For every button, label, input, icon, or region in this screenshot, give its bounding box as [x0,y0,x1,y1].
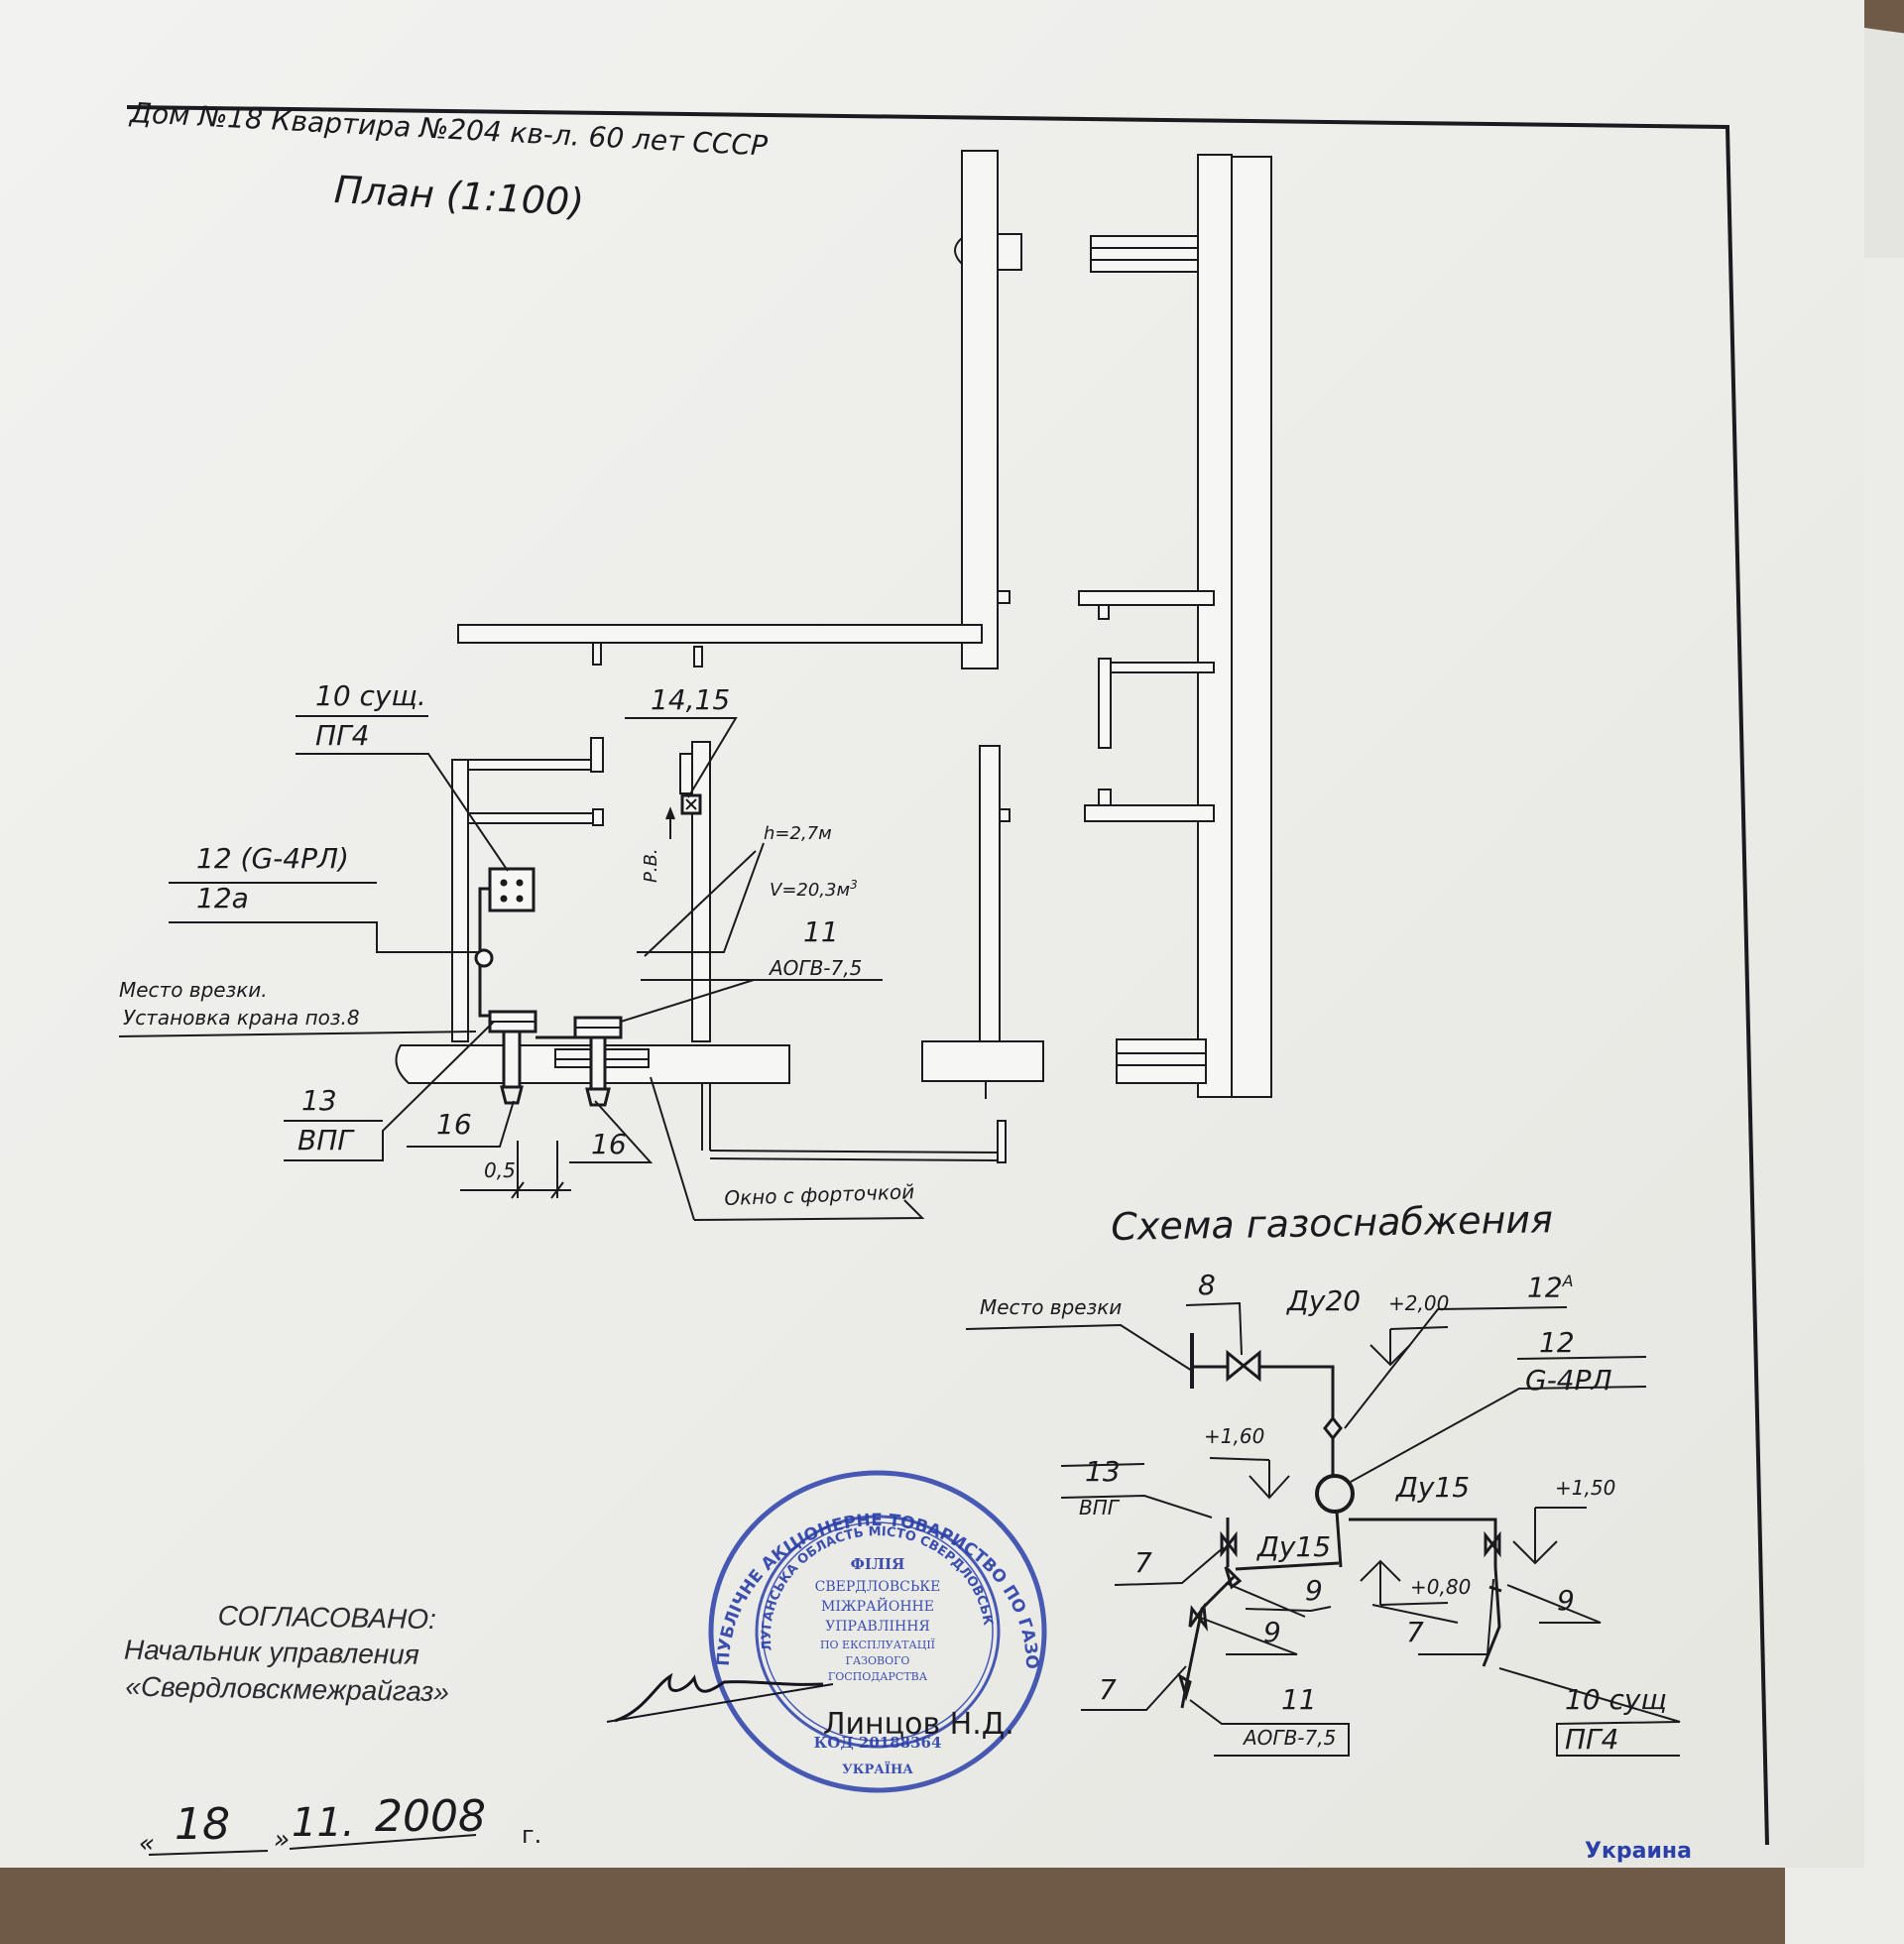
scheme-level-080: +0,80 [1410,1575,1472,1599]
approval-org: «Свердловскмежрайгаз» [125,1670,450,1708]
wall [457,624,983,644]
date-mid: » [274,1825,291,1855]
date-open: « [139,1829,156,1859]
stamp-line-3: МІЖРАЙОННЕ [821,1596,934,1615]
wall-break [954,237,963,265]
corner-label: Украина [1585,1839,1692,1864]
label-dimension: 0,5 [484,1158,516,1182]
date-month: 11. [292,1800,355,1846]
wall [1231,156,1272,1098]
scheme-level-160: +1,60 [1204,1424,1265,1448]
approval-role: Начальник управления [123,1634,420,1671]
wall [1197,154,1233,1098]
label-volume-unit: 3 [850,878,858,892]
date-g: г. [522,1821,542,1849]
signer-name: Линцов Н.Д. [823,1707,1014,1742]
scheme-label-12a-sup: А [1562,1272,1574,1290]
label-aogv: АОГВ-7,5 [770,956,863,980]
label-pg4: ПГ4 [315,719,370,752]
scheme-label-13: 13 [1085,1455,1121,1488]
scheme-label-vpg: ВПГ [1079,1496,1119,1519]
kitchen-wall [451,759,469,1042]
label-16-left: 16 [436,1108,472,1141]
signature [614,1672,824,1723]
drawing-sheet [0,0,1864,1868]
scheme-level-200: +2,00 [1388,1291,1450,1315]
scheme-label-8: 8 [1198,1269,1216,1301]
scheme-meter-12 [1315,1474,1355,1514]
scheme-tie-in: Место врезки [980,1295,1123,1319]
approval-title: СОГЛАСОВАНО: [217,1600,437,1636]
label-16-right: 16 [591,1128,627,1160]
scheme-label-7-c: 7 [1099,1673,1117,1706]
wall [1078,590,1215,606]
scheme-label-du20: Ду20 [1287,1284,1362,1317]
sheet-frame [126,105,1769,1846]
stamp-outer-ring: ПУБЛІЧНЕ АКЦІОНЕРНЕ ТОВАРИСТВО ПО ГАЗОПО… [0,0,1041,1669]
kitchen-wall [691,741,711,1042]
label-volume-value: V=20,3м [770,880,851,901]
date-year: 2008 [375,1791,486,1842]
scheme-label-9-b: 9 [1263,1616,1281,1648]
scheme-label-7-a: 7 [1134,1546,1152,1579]
scheme-label-pg4: ПГ4 [1565,1723,1619,1756]
label-14-15: 14,15 [651,683,731,716]
svg-text:ПУБЛІЧНЕ АКЦІОНЕРНЕ ТОВАРИСТВО: ПУБЛІЧНЕ АКЦІОНЕРНЕ ТОВАРИСТВО ПО ГАЗОПО… [0,0,1041,1669]
scheme-label-9-a: 9 [1305,1574,1323,1607]
stamp-line-6: ГАЗОВОГО [846,1654,910,1667]
scheme-label-du15-top: Ду15 [1396,1471,1471,1504]
label-tie-in-2: Установка крана поз.8 [123,1006,360,1030]
label-13: 13 [301,1084,337,1117]
label-height: h=2,7м [764,823,832,844]
scheme-label-du15-mid: Ду15 [1257,1530,1332,1563]
stamp-line-1: ФІЛІЯ [851,1555,905,1573]
label-10: 10 сущ. [315,679,426,712]
wall [1084,804,1215,822]
label-11: 11 [803,915,839,948]
stamp-text: ПУБЛІЧНЕ АКЦІОНЕРНЕ ТОВАРИСТВО ПО ГАЗОПО… [0,0,1041,1777]
scheme-label-aogv: АОГВ-7,5 [1244,1726,1337,1750]
scheme-label-11: 11 [1281,1683,1317,1716]
scheme-label-12: 12 [1539,1326,1575,1359]
stamp-line-4: УПРАВЛІННЯ [825,1619,930,1635]
drawing-page: Дом №18 Квартира №204 кв-л. 60 лет СССР … [0,0,1769,1864]
scheme-level-150: +1,50 [1555,1476,1616,1500]
scheme-label-g4rl: G-4РЛ [1525,1364,1612,1397]
wall [961,150,999,669]
approval-block: СОГЛАСОВАНО: Начальник управления «Сверд… [124,1597,450,1710]
scheme-label-9-c: 9 [1557,1584,1575,1617]
label-volume: V=20,3м3 [770,879,858,900]
scheme-label-12a-num: 12 [1527,1271,1563,1304]
stamp-line-7: ГОСПОДАРСТВА [828,1670,928,1683]
scheme-label-12a: 12А [1527,1274,1574,1301]
stamp-country: УКРАЇНА [842,1762,913,1777]
gas-plan-drawing [118,105,1769,1856]
scheme-label-10: 10 сущ [1565,1683,1667,1716]
date-day: 18 [175,1799,230,1850]
official-stamp [708,1470,1047,1793]
label-vpg: ВПГ [298,1124,353,1156]
scheme-valve-8 [1226,1349,1261,1383]
wall-stub [1090,235,1199,273]
label-12: 12 (G-4РЛ) [196,842,349,875]
stamp-line-5: ПО ЕКСПЛУАТАЦІЇ [820,1638,935,1651]
gas-meter [474,948,494,968]
stamp-line-2: СВЕРДЛОВСЬКЕ [815,1579,941,1595]
wall [1116,1038,1207,1084]
label-tie-in-1: Место врезки. [119,978,268,1002]
scheme-label-7-b: 7 [1406,1616,1424,1648]
stamp-code: КОД 20188364 [814,1734,942,1752]
wall-stub [997,233,1022,271]
wall [1098,658,1112,749]
label-12a: 12а [196,882,249,914]
wall [921,1040,1044,1082]
